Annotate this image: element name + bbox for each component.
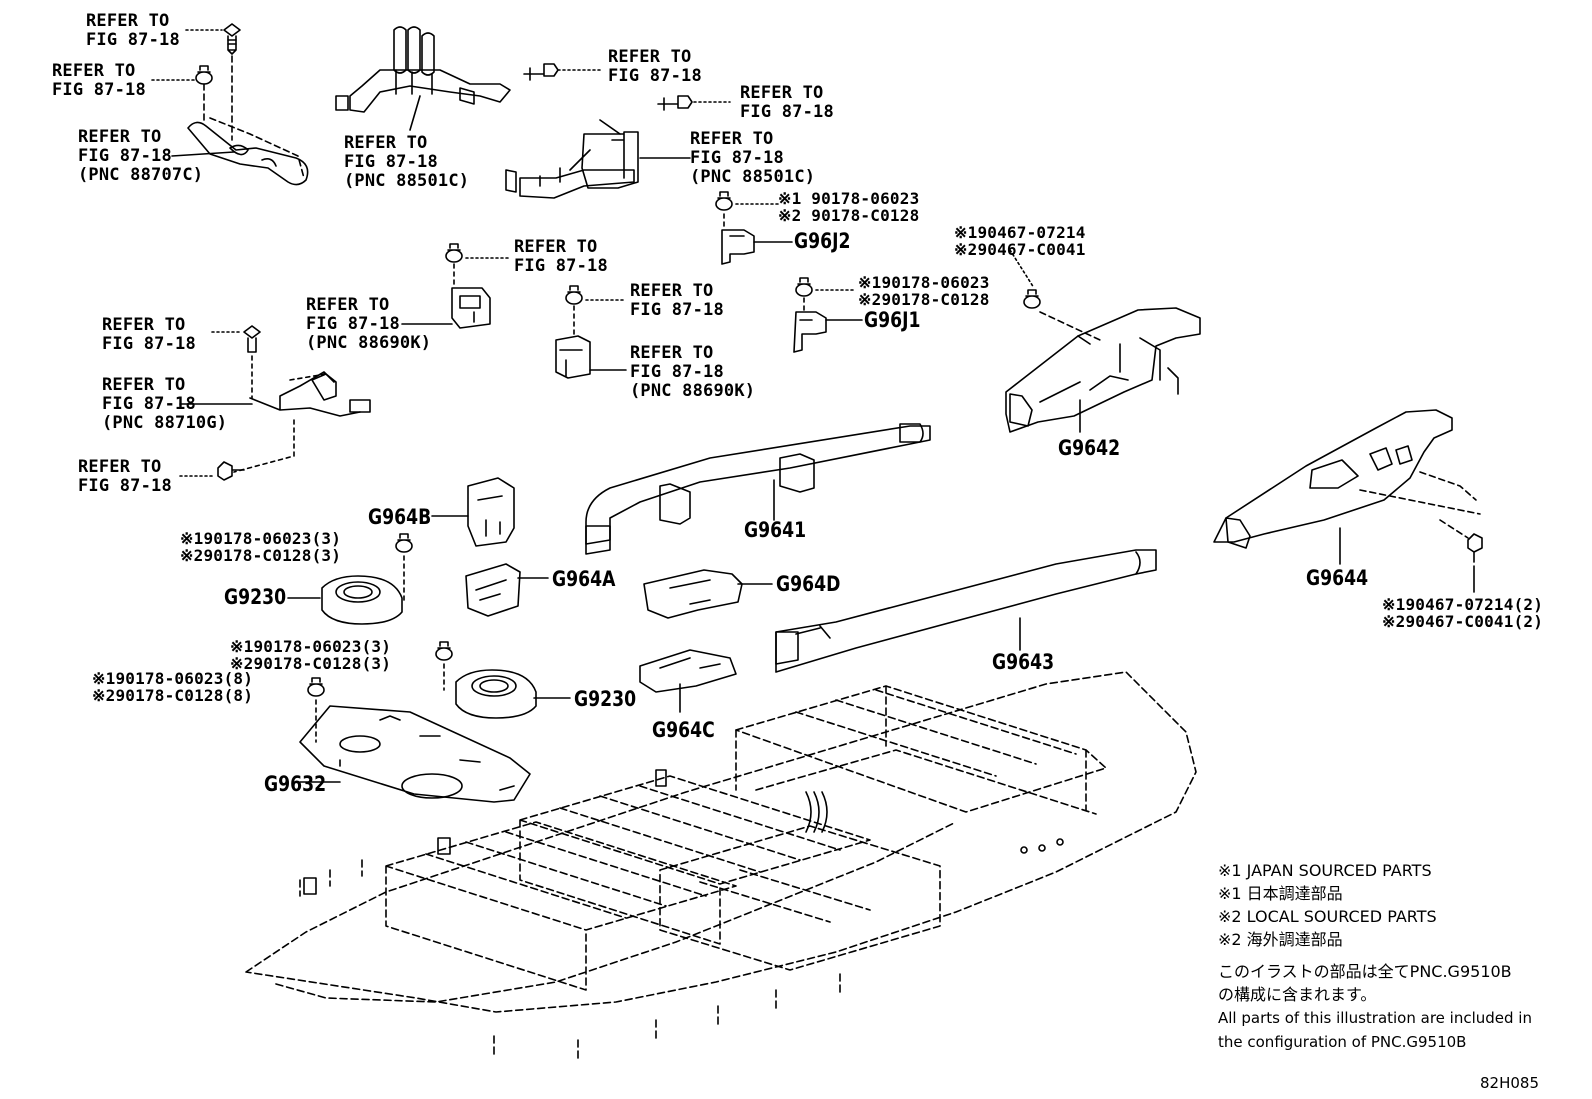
refer-label-6: REFER TO FIG 87-18 [740,83,834,122]
plate-g9632 [300,678,530,802]
part-code-5: ※190178-06023(3) ※290178-C0128(3) [230,637,392,673]
bracket-g96j2 [716,192,792,264]
part-number-g964b: G964B [368,505,432,529]
note-japan-sourced-jp: ※1 日本調達部品 [1218,884,1343,903]
part-number-g9641: G9641 [744,518,807,542]
cover-g964d [644,570,772,618]
part-number-g9632: G9632 [264,772,327,796]
part-code-6: ※190178-06023(8) ※290178-C0128(8) [92,669,254,705]
refer-label-2: REFER TO FIG 87-18 [52,61,146,100]
refer-label-5: REFER TO FIG 87-18 [608,47,702,86]
sensor-88690k-middle [556,286,626,378]
part-number-g9642: G9642 [1058,436,1121,460]
bolt-88707c-assembly [152,24,308,185]
part-number-g9230-lower: G9230 [574,687,637,711]
part-number-g964a: G964A [552,567,616,591]
battery-cables [304,770,1063,894]
part-number-g964c: G964C [652,718,715,742]
part-code-4: ※190178-06023(3) ※290178-C0128(3) [180,529,342,565]
part-number-g9230-upper: G9230 [224,585,287,609]
part-number-g96j1: G96J1 [864,308,921,332]
duct-g9642 [1006,250,1200,432]
harness-88501c-right [506,96,730,198]
part-number-g9644: G9644 [1306,566,1369,590]
part-number-g96j2: G96J2 [794,229,851,253]
part-code-3: ※190178-06023 ※290178-C0128 [858,273,990,309]
refer-label-12: REFER TO FIG 87-18 (PNC 88690K) [630,343,756,401]
part-code-2: ※190467-07214 ※290467-C0041 [954,223,1086,259]
refer-label-11: REFER TO FIG 87-18 [102,315,196,354]
sensor-88690k-left [402,244,508,328]
fan-g9230-upper [288,534,412,624]
refer-label-9: REFER TO FIG 87-18 (PNC 88690K) [306,295,432,353]
note-local-sourced: ※2 LOCAL SOURCED PARTS [1218,907,1437,926]
figure-id: 82H085 [1480,1074,1539,1092]
refer-label-8: REFER TO FIG 87-18 [514,237,608,276]
refer-label-7: REFER TO FIG 87-18 (PNC 88501C) [690,129,816,187]
bracket-g96j1 [794,278,862,352]
harness-88710g [180,326,370,480]
refer-label-1: REFER TO FIG 87-18 [86,11,180,50]
note-configuration-en: All parts of this illustration are inclu… [1218,1009,1532,1051]
part-number-g9643: G9643 [992,650,1055,674]
harness-88501c-top [336,27,600,130]
refer-label-4: REFER TO FIG 87-18 (PNC 88501C) [344,133,470,191]
refer-label-14: REFER TO FIG 87-18 [78,457,172,496]
note-local-sourced-jp: ※2 海外調達部品 [1218,930,1343,949]
battery-tray-assembly [246,672,1196,1060]
note-japan-sourced: ※1 JAPAN SOURCED PARTS [1218,861,1432,880]
cover-g964a [466,564,548,616]
duct-g9641 [586,424,930,554]
fan-g9230-lower [436,642,570,718]
cover-g964b [432,478,514,546]
part-code-7: ※190467-07214(2) ※290467-C0041(2) [1382,595,1544,631]
note-configuration-jp: このイラストの部品は全てPNC.G9510B の構成に含まれます。 [1218,962,1512,1004]
part-number-g964d: G964D [776,572,841,596]
refer-label-3: REFER TO FIG 87-18 (PNC 88707C) [78,127,204,185]
duct-g9644 [1214,410,1482,592]
cover-g964c [640,650,736,712]
part-code-1: ※1 90178-06023 ※2 90178-C0128 [778,189,920,225]
refer-label-10: REFER TO FIG 87-18 [630,281,724,320]
duct-g9643 [776,550,1156,672]
refer-label-13: REFER TO FIG 87-18 (PNC 88710G) [102,375,228,433]
